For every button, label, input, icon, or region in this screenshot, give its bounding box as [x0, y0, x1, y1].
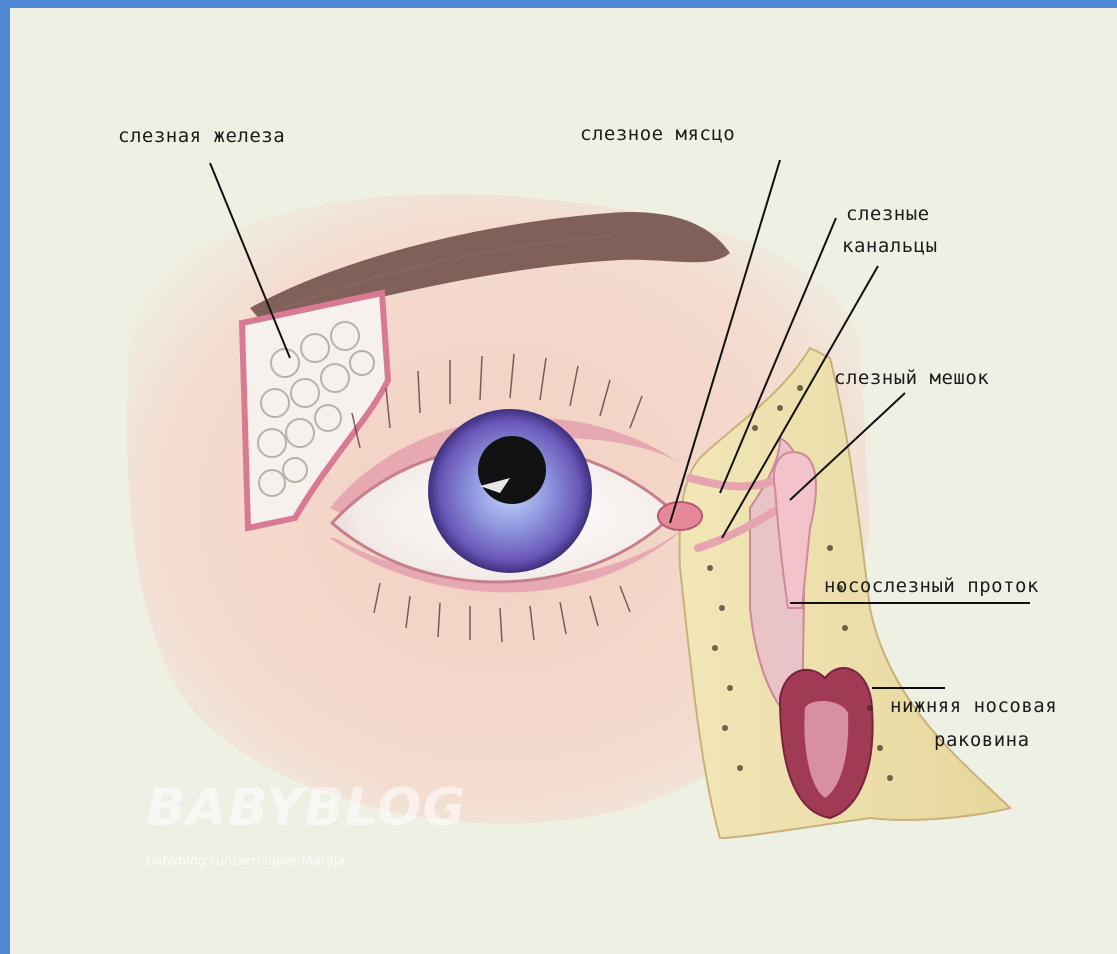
watermark-logo: BABYBLOG: [146, 778, 466, 838]
label-canaliculi-line2: канальцы: [842, 232, 938, 260]
pupil: [478, 436, 546, 504]
watermark-url: babyblog.ru/user/super-Mataja: [146, 854, 345, 869]
diagram-frame: слезная железа слезное мясцо слезные кан…: [10, 8, 1117, 954]
label-caruncle: слезное мясцо: [580, 120, 735, 148]
label-lacrimal-sac: слезный мешок: [834, 364, 989, 392]
label-lacrimal-gland: слезная железа: [118, 122, 285, 150]
label-nasolacrimal-duct: носослезный проток: [824, 572, 1039, 600]
label-canaliculi-line1: слезные: [846, 200, 930, 228]
caruncle-shape: [658, 502, 702, 530]
label-inferior-turbinate-line1: нижняя носовая: [890, 692, 1057, 720]
label-inferior-turbinate-line2: раковина: [934, 726, 1030, 754]
